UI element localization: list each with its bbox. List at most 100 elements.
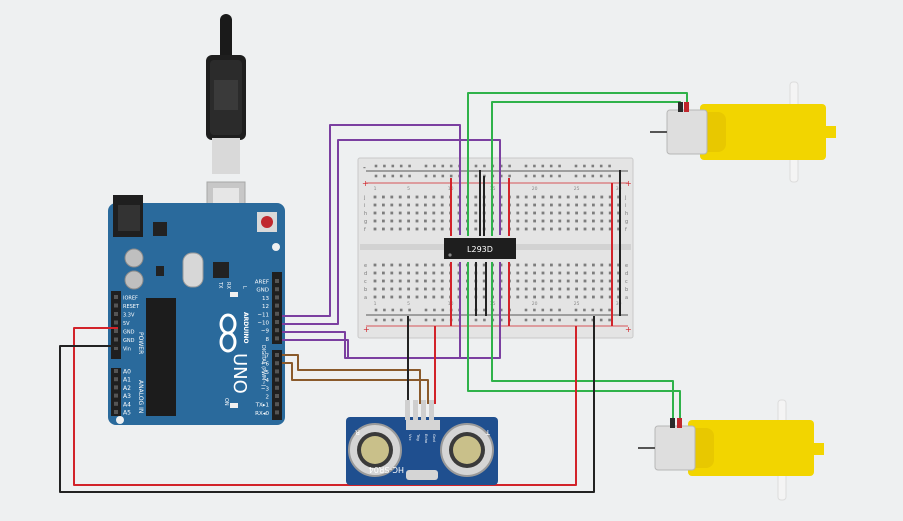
wire-black-gnd bbox=[59, 316, 595, 493]
analog-pin-label: A1 bbox=[123, 377, 131, 384]
wire-purple-pin11 bbox=[282, 124, 461, 317]
chip-label: L293D bbox=[467, 245, 493, 254]
digital-pin-label: RX◂0 bbox=[255, 411, 269, 417]
column-number: 5 bbox=[407, 186, 410, 192]
arduino-brand-label: ARDUINO bbox=[242, 312, 249, 343]
column-number: 30 bbox=[616, 186, 622, 192]
rail-minus-top: - bbox=[363, 163, 366, 172]
row-letter: e bbox=[625, 263, 628, 269]
sensor-pin-label: Vcc bbox=[408, 434, 413, 441]
row-letter: b bbox=[625, 287, 628, 293]
row-letter: j bbox=[624, 195, 626, 201]
row-letter: h bbox=[625, 211, 628, 217]
rail-plus-bottom: + bbox=[363, 325, 370, 334]
row-letter: c bbox=[364, 279, 367, 285]
power-pin-label: RESET bbox=[123, 304, 140, 310]
digital-pin-label: ~9 bbox=[261, 329, 270, 335]
sensor-pin-label: Gnd bbox=[432, 434, 437, 442]
rx-led-label: RX bbox=[225, 282, 231, 289]
analog-pin-label: A3 bbox=[123, 393, 131, 400]
power-pin-labels: IOREF RESET 3.3V 5V GND GND Vin bbox=[114, 295, 140, 353]
row-letter: j bbox=[363, 195, 365, 201]
wire-purple-pin10 bbox=[282, 139, 501, 325]
tx-led-label: TX bbox=[217, 281, 223, 289]
analog-header-label: ANALOG IN bbox=[137, 380, 144, 413]
row-letter: h bbox=[364, 211, 367, 217]
wire-purple-pin9 bbox=[282, 262, 461, 359]
row-letter: a bbox=[364, 295, 367, 301]
row-letter: b bbox=[364, 287, 367, 293]
row-letter: d bbox=[625, 271, 628, 277]
sensor-side-t: T bbox=[485, 428, 491, 436]
sensor-pin-label: Echo bbox=[424, 434, 429, 444]
column-number: 30 bbox=[616, 301, 622, 307]
on-led-label: ON bbox=[223, 398, 229, 406]
column-number: 1 bbox=[374, 186, 377, 192]
power-pin-label: GND bbox=[123, 330, 135, 336]
analog-pin-label: A4 bbox=[123, 401, 131, 408]
row-letter: g bbox=[625, 219, 628, 225]
power-header-label: POWER bbox=[137, 332, 144, 354]
row-letter: c bbox=[625, 279, 628, 285]
row-letter: i bbox=[364, 203, 365, 209]
usb-cable bbox=[206, 14, 246, 235]
digital-pin-label: 13 bbox=[262, 296, 269, 302]
wire-green-motor2-a bbox=[467, 262, 681, 420]
wire-green-motor1-a bbox=[467, 92, 688, 236]
rail-plus-top: + bbox=[362, 179, 369, 188]
row-letter: f bbox=[625, 227, 627, 233]
digital-header-label: DIGITAL (PWM~) bbox=[260, 345, 266, 387]
wire-red-5v bbox=[73, 326, 577, 486]
column-number: 1 bbox=[374, 301, 377, 307]
analog-pin-label: A0 bbox=[123, 369, 131, 376]
digital-pin-label: 12 bbox=[262, 304, 269, 310]
wire-brown-echo bbox=[282, 362, 429, 404]
wire-purple-pin8 bbox=[282, 262, 501, 359]
arduino-model-label: UNO bbox=[229, 353, 250, 394]
digital-pin-label: ~5 bbox=[261, 370, 270, 376]
dc-motor-top bbox=[650, 81, 836, 183]
wire-green-motor2-b bbox=[491, 262, 674, 420]
analog-pin-label: A5 bbox=[123, 410, 131, 417]
row-letter: g bbox=[364, 219, 367, 225]
row-letter: a bbox=[625, 295, 628, 301]
digital-pin-label: 4 bbox=[266, 378, 270, 384]
power-pin-label: Vin bbox=[123, 347, 131, 353]
power-pin-label: IOREF bbox=[123, 296, 138, 302]
digital-pin-label: ~10 bbox=[257, 321, 269, 327]
rail-plus-bottom-right: + bbox=[625, 325, 632, 334]
row-letter: i bbox=[625, 203, 626, 209]
digital-pin-label: GND bbox=[256, 288, 269, 294]
power-pin-label: 3.3V bbox=[123, 313, 135, 319]
digital-pin-label: ~11 bbox=[257, 312, 269, 318]
rail-plus-top-right: + bbox=[625, 179, 632, 188]
wire-brown-trig bbox=[282, 354, 421, 404]
digital-pin-label: 7 bbox=[266, 354, 270, 360]
digital-pin-label: ~3 bbox=[261, 386, 270, 392]
row-letter: f bbox=[364, 227, 366, 233]
dc-motor-bottom bbox=[638, 399, 824, 501]
arduino-uno-board: ARDUINO UNO POWER ANALOG IN DIGITAL (PWM… bbox=[108, 195, 285, 425]
column-number: 5 bbox=[407, 301, 410, 307]
digital-pin-label: 8 bbox=[266, 337, 270, 343]
column-number: 20 bbox=[532, 301, 538, 307]
row-letter: e bbox=[364, 263, 367, 269]
row-letter: d bbox=[364, 271, 367, 277]
l-led-label: L bbox=[241, 286, 247, 289]
column-number: 25 bbox=[574, 186, 580, 192]
sensor-model-label: HC-SR04 bbox=[369, 465, 404, 474]
digital-pin-label: AREF bbox=[255, 280, 269, 286]
sensor-pin-label: Trig bbox=[416, 433, 421, 441]
l293d-chip: L293D bbox=[444, 238, 516, 259]
power-pin-label: 5V bbox=[123, 321, 130, 327]
power-pin-label: GND bbox=[123, 338, 135, 344]
digital-pin-label: TX▸1 bbox=[255, 403, 269, 409]
digital-pin-label: ~6 bbox=[261, 362, 270, 368]
sensor-side-r: R bbox=[355, 428, 360, 436]
